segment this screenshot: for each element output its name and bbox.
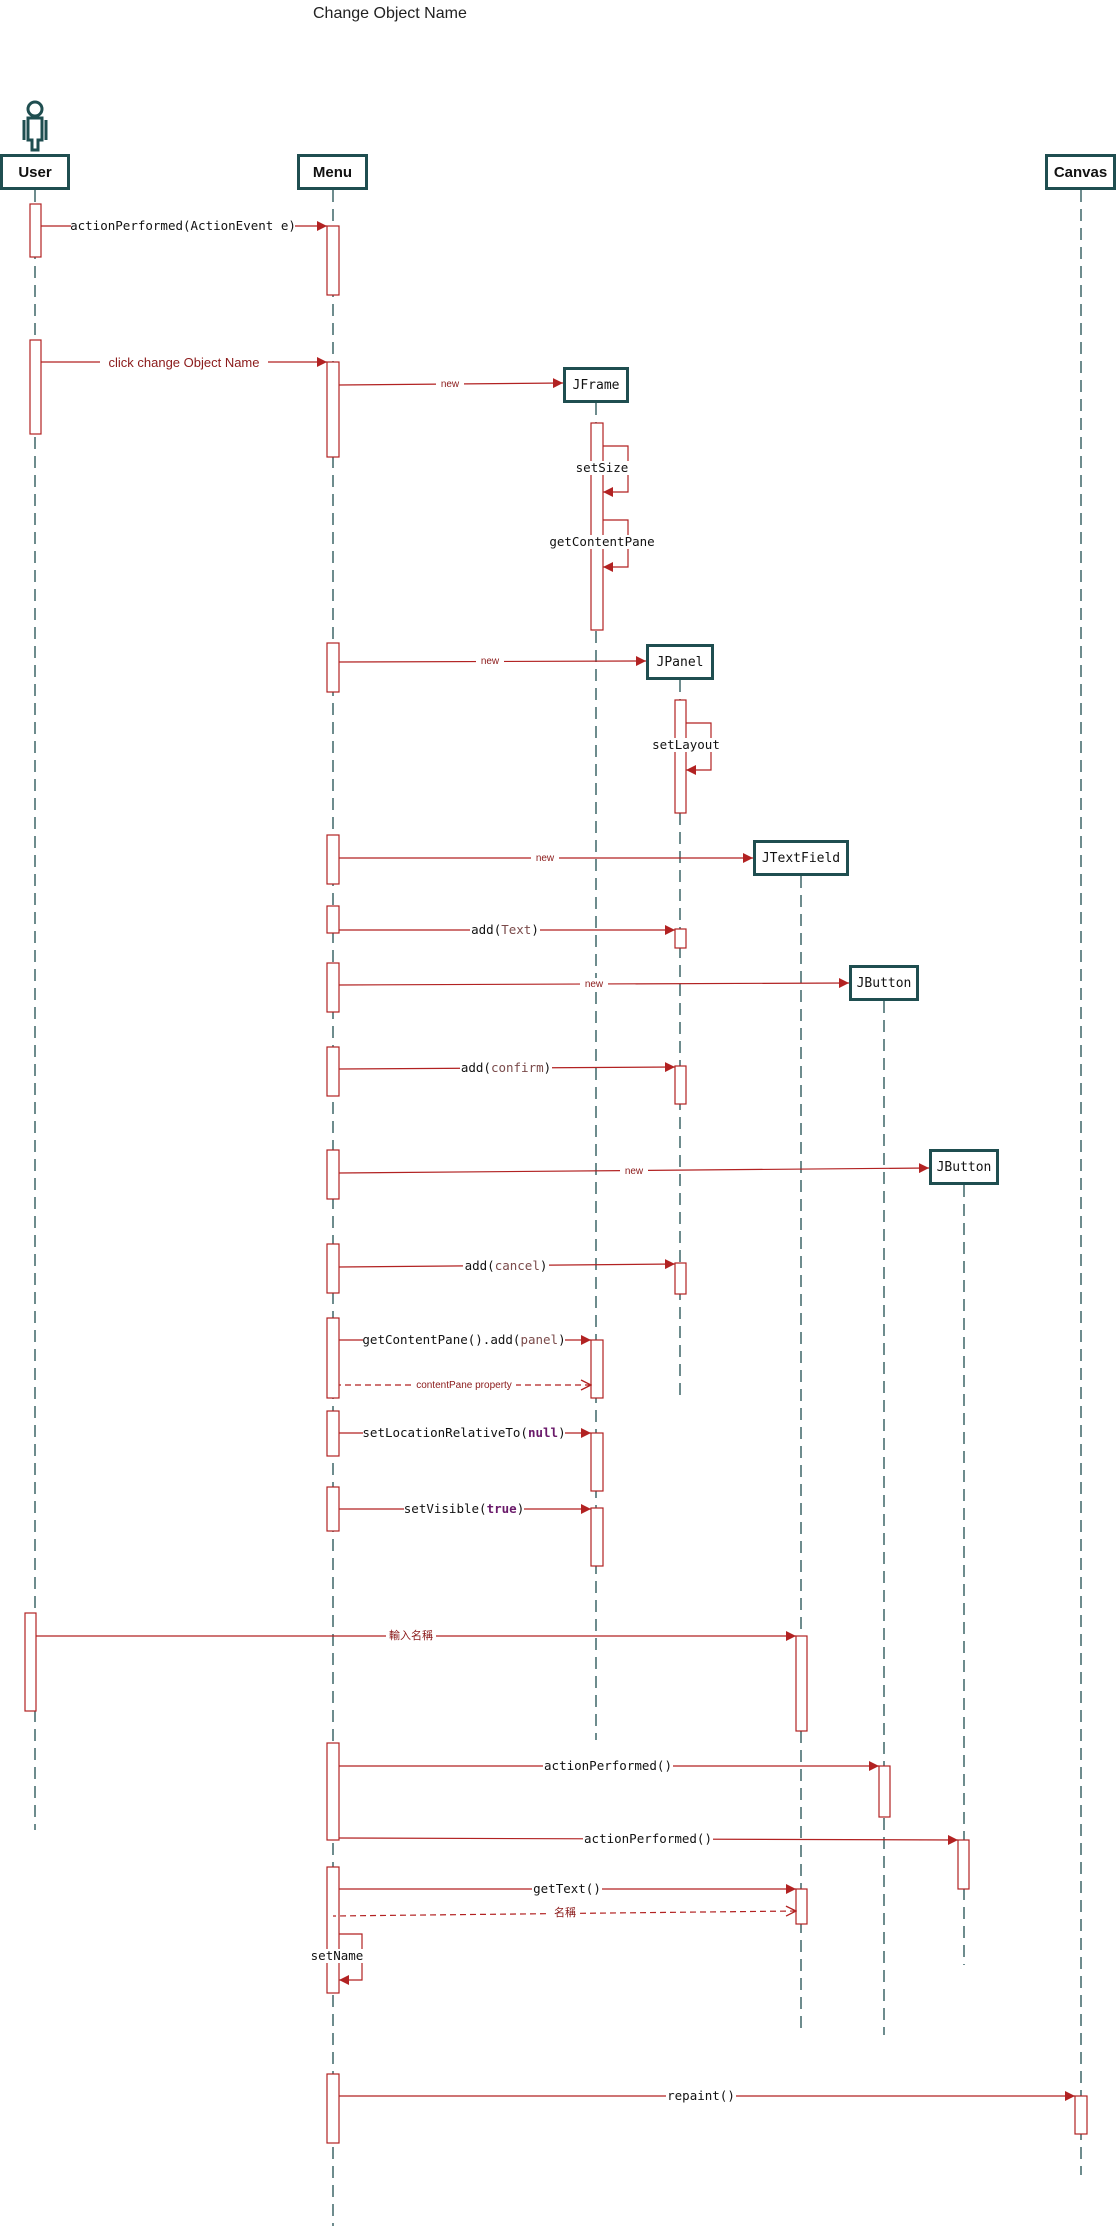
message-argument: cancel (495, 1258, 540, 1273)
activation-bar (590, 1339, 604, 1399)
participant-jbutton-cancel[interactable]: JButton (929, 1149, 999, 1185)
activation-bar (1074, 2095, 1088, 2135)
message-label-part: ) (544, 1060, 552, 1075)
message-label: actionPerformed(ActionEvent e) (70, 218, 296, 233)
participant-menu[interactable]: Menu (297, 154, 368, 190)
activation-bar (326, 642, 340, 693)
participant-jframe-label: JFrame (572, 377, 620, 393)
message-label: new (441, 379, 460, 390)
activation-bar (326, 361, 340, 458)
message-label: setLayout (652, 737, 720, 752)
message-label-part: ) (517, 1501, 525, 1516)
message-label: actionPerformed() (544, 1758, 672, 1773)
message-label-part: setVisible( (404, 1501, 487, 1516)
message-label: getContentPane().add(panel) (362, 1332, 565, 1347)
participant-jbutton-confirm-label: JButton (856, 975, 912, 991)
message-label: new (481, 656, 500, 667)
message-label-part: add( (471, 922, 501, 937)
participant-jpanel-label: JPanel (656, 654, 704, 670)
message-label-part: ) (540, 1258, 548, 1273)
participant-canvas-label: Canvas (1053, 163, 1108, 181)
message-label: actionPerformed() (584, 1831, 712, 1846)
message-label: setVisible(true) (404, 1501, 524, 1516)
message-label-part: ) (558, 1425, 566, 1440)
message-label: click change Object Name (108, 355, 259, 370)
activation-bar (795, 1635, 808, 1732)
message-label: add(Text) (471, 922, 539, 937)
activation-bar (326, 1486, 340, 1532)
activation-bar (590, 422, 604, 631)
activation-bar (674, 1065, 687, 1105)
activation-bar (674, 1262, 687, 1295)
activation-bar (795, 1888, 808, 1925)
message-label: setSize (576, 460, 629, 475)
message-label-part: add( (465, 1258, 495, 1273)
participant-menu-label: Menu (312, 163, 353, 181)
message-argument: confirm (491, 1060, 544, 1075)
activation-bar (957, 1839, 970, 1890)
message-label: getText() (533, 1881, 601, 1896)
message-label: 名稱 (554, 1905, 576, 1919)
participant-canvas[interactable]: Canvas (1045, 154, 1116, 190)
participant-jpanel[interactable]: JPanel (646, 644, 714, 680)
stick-figure-icon (22, 100, 48, 152)
message-label: add(cancel) (465, 1258, 548, 1273)
activation-bar (590, 1507, 604, 1567)
activation-bar (326, 1243, 340, 1294)
participant-jframe[interactable]: JFrame (563, 367, 629, 403)
activation-bar (326, 2073, 340, 2144)
activation-bar (326, 1317, 340, 1399)
message-label-part: getContentPane().add( (362, 1332, 520, 1347)
message-label: repaint() (667, 2088, 735, 2103)
activation-bar (326, 1410, 340, 1457)
message-argument: panel (520, 1332, 558, 1347)
message-label-part: ) (558, 1332, 566, 1347)
message-label: setLocationRelativeTo(null) (362, 1425, 565, 1440)
message-label-part: ) (531, 922, 539, 937)
message-label: setName (311, 1948, 364, 1963)
activation-bar (326, 1742, 340, 1841)
activation-bar (326, 962, 340, 1013)
participant-user[interactable]: User (0, 154, 70, 190)
participant-jbutton-confirm[interactable]: JButton (849, 965, 919, 1001)
activation-bar (326, 1866, 340, 1994)
message-label: add(confirm) (461, 1060, 551, 1075)
activation-bar (326, 1149, 340, 1200)
activation-bar (878, 1765, 891, 1818)
activation-bar (674, 699, 687, 814)
activation-bar (674, 928, 687, 949)
participant-user-label: User (18, 163, 52, 181)
message-label-part: add( (461, 1060, 491, 1075)
participant-jbutton-cancel-label: JButton (936, 1159, 992, 1175)
message-label-part: setLocationRelativeTo( (362, 1425, 528, 1440)
message-label: new (585, 979, 604, 990)
activation-bar (326, 225, 340, 296)
message-label: getContentPane (549, 534, 654, 549)
activation-bar (29, 339, 42, 435)
message-label: contentPane property (416, 1380, 512, 1391)
message-label: new (536, 853, 555, 864)
message-argument: true (487, 1501, 518, 1516)
activation-bar (326, 834, 340, 885)
activation-bar (24, 1612, 37, 1712)
message-label: new (625, 1166, 644, 1177)
message-argument: Text (501, 922, 531, 937)
diagram-title: Change Object Name (313, 5, 467, 22)
activation-bar (590, 1432, 604, 1492)
activation-bar (29, 203, 42, 258)
message-argument: null (528, 1425, 558, 1440)
participant-jtextfield[interactable]: JTextField (753, 840, 849, 876)
participant-jtextfield-label: JTextField (761, 850, 841, 866)
activation-bar (326, 1046, 340, 1097)
message-label: 輸入名稱 (389, 1628, 433, 1642)
activation-bar (326, 905, 340, 934)
